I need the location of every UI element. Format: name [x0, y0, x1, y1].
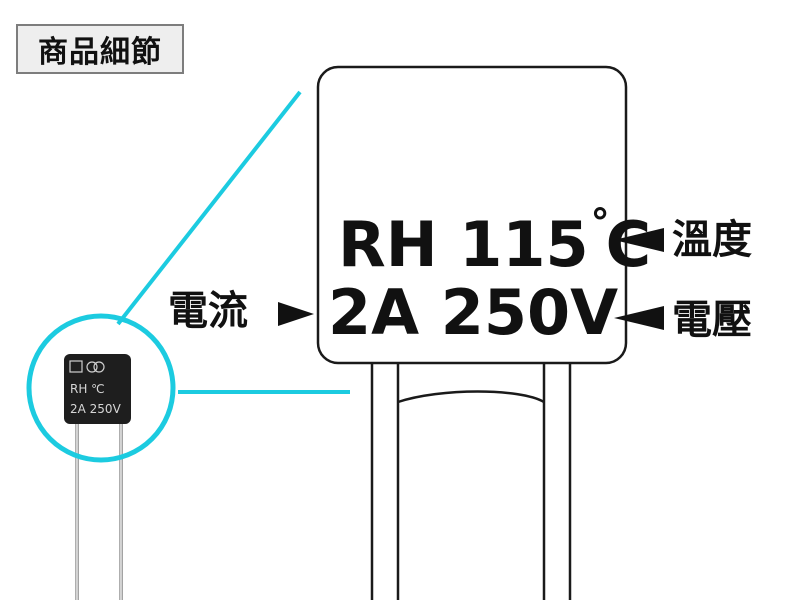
spec-line-electrical-rating: 2A 250V	[328, 276, 619, 349]
component-photo	[64, 354, 131, 600]
arrow-left-icon	[614, 228, 664, 252]
degree-symbol: °	[590, 201, 610, 245]
callout-temperature: 溫度	[672, 217, 752, 263]
section-title-box: 商品細節	[16, 24, 184, 74]
magnifier-circle-icon	[26, 313, 176, 463]
photo-marking-line1: RH ℃	[70, 382, 105, 396]
section-title: 商品細節	[38, 35, 162, 70]
photo-logo-circle-b	[93, 361, 105, 373]
zoom-line-upper	[116, 90, 302, 326]
photo-logo-mark	[69, 360, 83, 373]
component-outline	[316, 65, 628, 600]
photo-lead-left	[75, 420, 79, 600]
photo-logo-circle-a	[86, 361, 98, 373]
component-base-arc	[397, 390, 545, 404]
arrow-left-icon	[614, 306, 664, 330]
arrow-right-icon	[278, 302, 314, 326]
component-body-outline	[316, 65, 628, 365]
callout-voltage: 電壓	[672, 297, 752, 343]
callout-current: 電流	[168, 288, 248, 334]
spec-celsius-unit: C	[605, 208, 652, 281]
photo-lead-right	[119, 420, 123, 600]
photo-marking-line2: 2A 250V	[70, 402, 121, 416]
spec-model-temp: RH 115	[338, 208, 589, 281]
spec-line-temperature-rating: RH 115°C	[338, 204, 651, 276]
